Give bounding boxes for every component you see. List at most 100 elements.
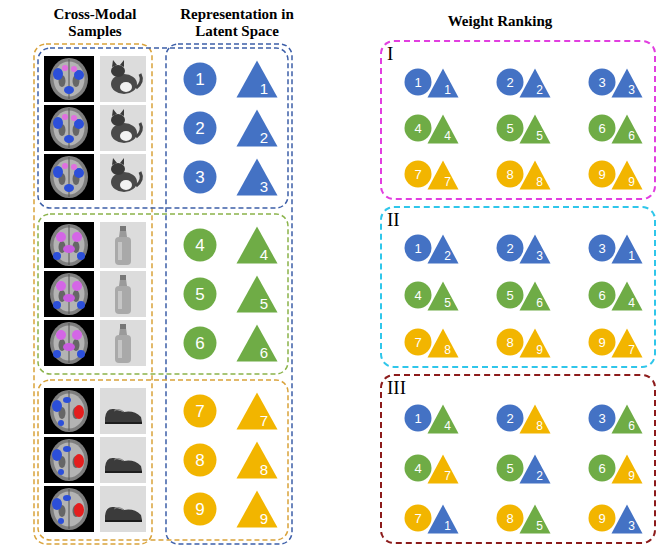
sample-index: 7	[414, 168, 421, 181]
triangle-shape	[236, 490, 278, 528]
sample-index: 7	[260, 413, 268, 428]
latent-circle: 8	[496, 504, 524, 532]
sample-index: 4	[444, 420, 451, 432]
shape-fill	[497, 329, 524, 356]
shape-fill	[405, 329, 432, 356]
sample-index: 3	[598, 242, 605, 255]
latent-triangle: 5	[519, 114, 551, 144]
sample-index: 7	[414, 512, 421, 525]
shape-fill	[612, 235, 643, 264]
latent-circle: 1	[404, 234, 432, 262]
shape-fill	[497, 235, 524, 262]
triangle-shape	[427, 160, 459, 190]
shape-fill	[405, 505, 432, 532]
sample-index: 3	[598, 76, 605, 89]
latent-triangle: 4	[611, 281, 643, 311]
sample-index: 4	[195, 237, 204, 254]
shape-fill	[405, 69, 432, 96]
sample-index: 1	[444, 84, 451, 96]
shape-fill	[520, 455, 551, 484]
triangle-shape	[519, 454, 551, 484]
latent-circle: 3	[588, 68, 616, 96]
latent-triangle: 1	[427, 504, 459, 534]
shape-fill	[589, 235, 616, 262]
latent-triangle: 4	[236, 226, 278, 264]
sample-index: 6	[536, 297, 543, 309]
latent-triangle: 2	[519, 454, 551, 484]
triangle-shape	[611, 114, 643, 144]
sample-index: 5	[195, 286, 204, 303]
triangle-shape	[611, 234, 643, 264]
latent-circle: 4	[183, 228, 217, 262]
latent-circle: 2	[496, 404, 524, 432]
group-numeral: III	[387, 378, 406, 397]
shape-fill	[612, 282, 643, 311]
shoe-image	[100, 437, 146, 483]
triangle-shape	[519, 404, 551, 434]
brain-scan	[44, 271, 94, 317]
latent-triangle: 6	[236, 324, 278, 362]
shape-fill	[589, 161, 616, 188]
bottle-image	[100, 222, 146, 268]
shape-fill	[520, 235, 551, 264]
shape-fill	[184, 327, 217, 360]
shape-fill	[520, 405, 551, 434]
sample-index: 2	[536, 470, 543, 482]
shape-fill	[184, 395, 217, 428]
brain-scan	[44, 154, 94, 200]
latent-circle: 6	[588, 454, 616, 482]
latent-circle: 7	[183, 394, 217, 428]
latent-triangle: 9	[611, 454, 643, 484]
latent-circle: 7	[404, 504, 432, 532]
sample-index: 5	[444, 297, 451, 309]
sample-index: 8	[444, 344, 451, 356]
latent-circle: 9	[588, 504, 616, 532]
sample-index: 8	[506, 168, 513, 181]
sample-index: 2	[506, 76, 513, 89]
latent-triangle: 9	[236, 490, 278, 528]
latent-circle: 3	[183, 160, 217, 194]
sample-index: 3	[628, 520, 635, 532]
sample-index: 7	[444, 176, 451, 188]
shape-fill	[589, 405, 616, 432]
latent-circle: 2	[183, 111, 217, 145]
shape-fill	[405, 282, 432, 309]
sample-index: 3	[260, 179, 268, 194]
sample-index: 6	[195, 335, 204, 352]
sample-index: 3	[628, 84, 635, 96]
shape-fill	[428, 405, 459, 434]
latent-circle: 9	[183, 492, 217, 526]
triangle-shape	[611, 160, 643, 190]
sample-index: 1	[444, 520, 451, 532]
triangle-shape	[236, 324, 278, 362]
latent-triangle: 1	[427, 68, 459, 98]
latent-circle: 5	[496, 114, 524, 142]
latent-circle: 7	[404, 160, 432, 188]
shape-fill	[428, 282, 459, 311]
triangle-shape	[427, 328, 459, 358]
shape-fill	[405, 455, 432, 482]
shape-fill	[520, 505, 551, 534]
shape-fill	[589, 115, 616, 142]
samples-column-outline	[34, 44, 152, 544]
sample-index: 8	[195, 452, 204, 469]
shape-fill	[428, 329, 459, 358]
sample-index: 1	[414, 76, 421, 89]
latent-circle: 5	[496, 281, 524, 309]
latent-triangle: 9	[519, 328, 551, 358]
latent-triangle: 7	[427, 454, 459, 484]
latent-circle: 1	[404, 68, 432, 96]
shape-fill	[497, 115, 524, 142]
sample-index: 1	[628, 250, 635, 262]
latent-triangle: 8	[519, 160, 551, 190]
latent-circle: 4	[404, 114, 432, 142]
latent-triangle: 5	[236, 275, 278, 313]
latent-circle: 4	[404, 454, 432, 482]
triangle-shape	[236, 109, 278, 147]
sample-index: 8	[536, 420, 543, 432]
brain-scan	[44, 388, 94, 434]
shape-fill	[589, 455, 616, 482]
latent-circle: 2	[496, 68, 524, 96]
shape-fill	[237, 110, 278, 147]
